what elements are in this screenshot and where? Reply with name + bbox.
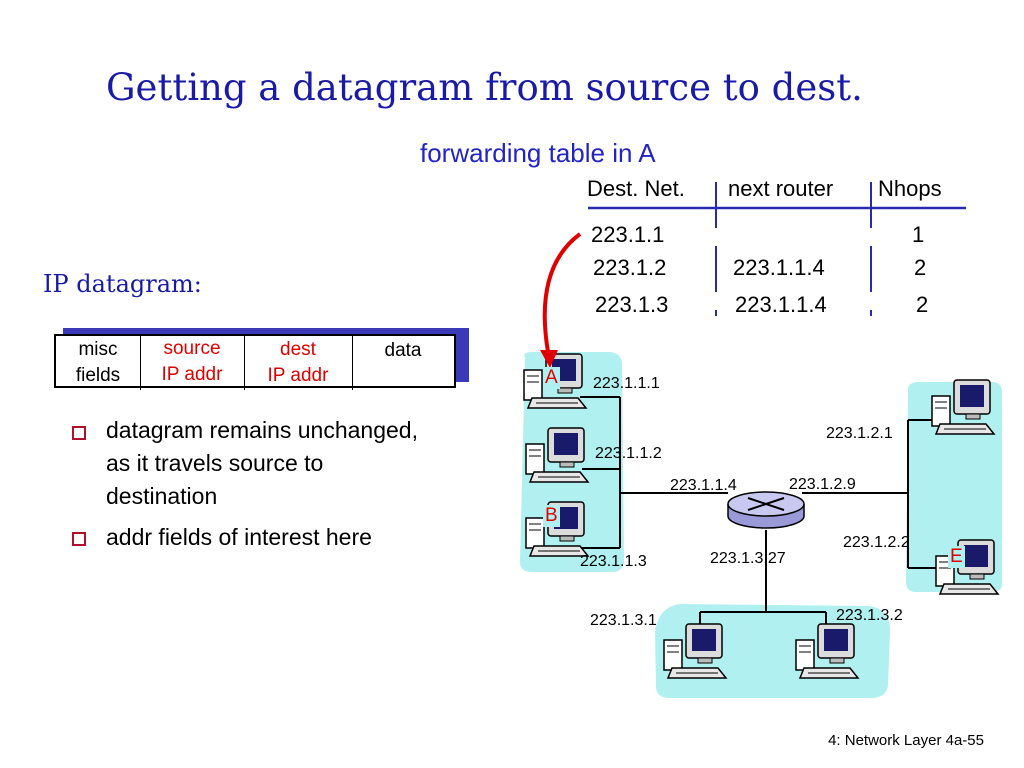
field-line: data <box>384 340 422 361</box>
datagram-field-source: source IP addr <box>140 336 245 390</box>
bullet-item: addr fields of interest here <box>106 524 372 550</box>
slide-title: Getting a datagram from source to dest. <box>106 66 863 109</box>
table-cell: 223.1.2 <box>593 255 667 280</box>
table-header-dest-net: Dest. Net. <box>587 176 685 201</box>
arrow-icon <box>542 232 582 353</box>
table-cell: 223.1.3 <box>595 292 669 317</box>
table-header-next-router: next router <box>728 176 834 201</box>
host-e-label: E <box>948 546 965 568</box>
address-label: 223.1.3.27 <box>710 550 786 567</box>
table-cell: 223.1.1 <box>591 222 665 247</box>
field-line: misc <box>78 339 118 360</box>
address-label: 223.1.1.2 <box>595 445 662 462</box>
forwarding-table-caption: forwarding table in A <box>420 138 656 168</box>
bullet-item: datagram remains unchanged, as it travel… <box>106 417 418 509</box>
slide-footer: 4: Network Layer 4a-55 <box>828 732 984 749</box>
address-label: 223.1.3.2 <box>836 607 903 624</box>
table-cell: 1 <box>912 222 925 247</box>
field-line: IP addr <box>161 364 223 385</box>
router-icon <box>727 491 805 529</box>
host-b-label: B <box>543 505 560 527</box>
datagram-field-misc: misc fields <box>56 336 141 390</box>
datagram-field-data: data <box>352 336 454 392</box>
datagram-label: IP datagram: <box>43 270 202 298</box>
table-cell: 2 <box>916 292 929 317</box>
address-label: 223.1.2.1 <box>826 425 893 442</box>
host-a-label: A <box>543 367 560 389</box>
table-header-nhops: Nhops <box>878 176 942 201</box>
field-line: dest <box>280 339 316 360</box>
arrowhead-icon <box>540 350 558 368</box>
address-label: 223.1.1.4 <box>670 477 737 494</box>
datagram-field-dest: dest IP addr <box>244 336 353 390</box>
bullet-icon <box>72 532 86 546</box>
address-label: 223.1.1.3 <box>580 553 647 570</box>
datagram-box: misc fields source IP addr dest IP addr … <box>54 334 456 390</box>
field-line: IP addr <box>267 365 329 386</box>
bullet-icon <box>72 426 86 440</box>
field-line: source <box>163 338 221 359</box>
address-label: 223.1.2.9 <box>789 476 856 493</box>
table-cell: 223.1.1.4 <box>733 255 825 280</box>
table-cell: 223.1.1.4 <box>735 292 827 317</box>
field-line: fields <box>75 365 121 386</box>
address-label: 223.1.1.1 <box>593 375 660 392</box>
table-cell: 2 <box>914 255 927 280</box>
address-label: 223.1.2.2 <box>843 534 910 551</box>
address-label: 223.1.3.1 <box>590 612 657 629</box>
